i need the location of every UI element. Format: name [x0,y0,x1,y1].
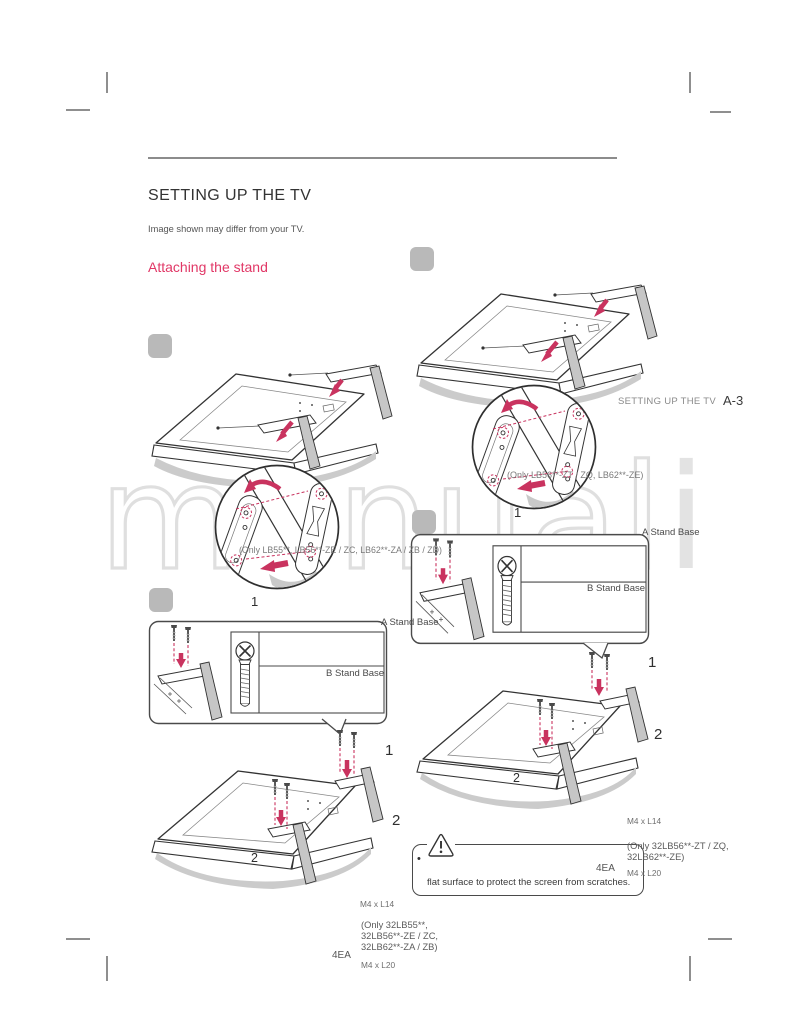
note-bullet: • [417,853,421,865]
page-subtitle: Image shown may differ from your TV. [148,224,305,234]
leg-mark-2-left: 2 [251,851,258,865]
screw-spec-m4l20-right: M4 x L20 [627,868,662,878]
caution-note-box [412,844,644,896]
model-note-line: (Only 32LB55**, [361,920,428,930]
placeholder-step-icon [410,247,434,271]
magnifier-callout-right [471,379,597,515]
step-number-1-left: 1 [385,742,394,759]
crop-mark [66,109,90,111]
note-text: flat surface to protect the screen from … [427,877,631,888]
stand-base-a-label-right: A Stand Base [642,527,700,538]
crop-mark [66,938,90,940]
step-number-1-right: 1 [648,654,657,671]
leg-mark-2-right: 2 [513,771,520,785]
model-note-line: 32LB62**-ZE) [627,851,685,862]
running-header-page-number: A-3 [723,393,744,408]
screw-spec-m4l14-right: M4 x L14 [627,816,662,826]
watermark-solid-text: i [666,434,711,603]
stand-base-a-label-left: A Stand Base [381,617,439,628]
placeholder-step-icon [412,510,436,534]
model-note-line: (Only 32LB56**-ZT / ZQ, [627,841,729,851]
crop-mark [710,111,731,113]
placeholder-step-icon [148,334,172,358]
model-note-line: 32LB62**-ZA / ZB) [361,941,438,952]
step-number-2-left: 2 [392,812,401,829]
warning-icon [427,833,455,859]
crop-mark [106,956,108,981]
callout-tail-right [582,642,609,660]
model-note-right: (Only 32LB56**-ZT / ZQ, 32LB62**-ZE) [627,841,729,863]
screw-spec-m4l14-left: M4 x L14 [360,899,395,909]
tv-screwing-illustration-right [408,673,670,823]
stand-base-b-label-left: B Stand Base [326,668,385,679]
stand-base-b-label-right: B Stand Base [587,583,646,594]
running-header-section: SETTING UP THE TV [618,396,717,407]
placeholder-step-icon [149,588,173,612]
screw-quantity-right: 4EA [596,863,615,874]
crop-mark [708,938,732,940]
tv-screwing-illustration-left [143,753,405,903]
callout-step-number-right: 1 [514,505,522,520]
model-note-line: 32LB56**-ZE / ZC, [361,930,438,941]
crop-mark [689,956,691,981]
screws-drop-left [336,729,358,778]
page-title: SETTING UP THE TV [148,187,312,204]
crop-mark [689,72,691,93]
screws-drop-right [588,651,611,696]
magnifier-callout-left [214,459,340,595]
header-rule [148,157,617,159]
screw-spec-m4l20-left: M4 x L20 [361,960,396,970]
section-heading: Attaching the stand [148,259,268,275]
screw-quantity-left: 4EA [332,950,351,961]
model-note-left: (Only 32LB55**, 32LB56**-ZE / ZC, 32LB62… [361,920,438,952]
step-number-2-right: 2 [654,726,663,743]
callout-step-number-left: 1 [251,594,259,609]
model-callout-note-left: (Only LB55**, LB56**-ZE / ZC, LB62**-ZA … [239,545,442,555]
crop-mark [106,72,108,93]
model-callout-note-right: (Only LB56**-ZT / ZQ, LB62**-ZE) [507,470,644,480]
